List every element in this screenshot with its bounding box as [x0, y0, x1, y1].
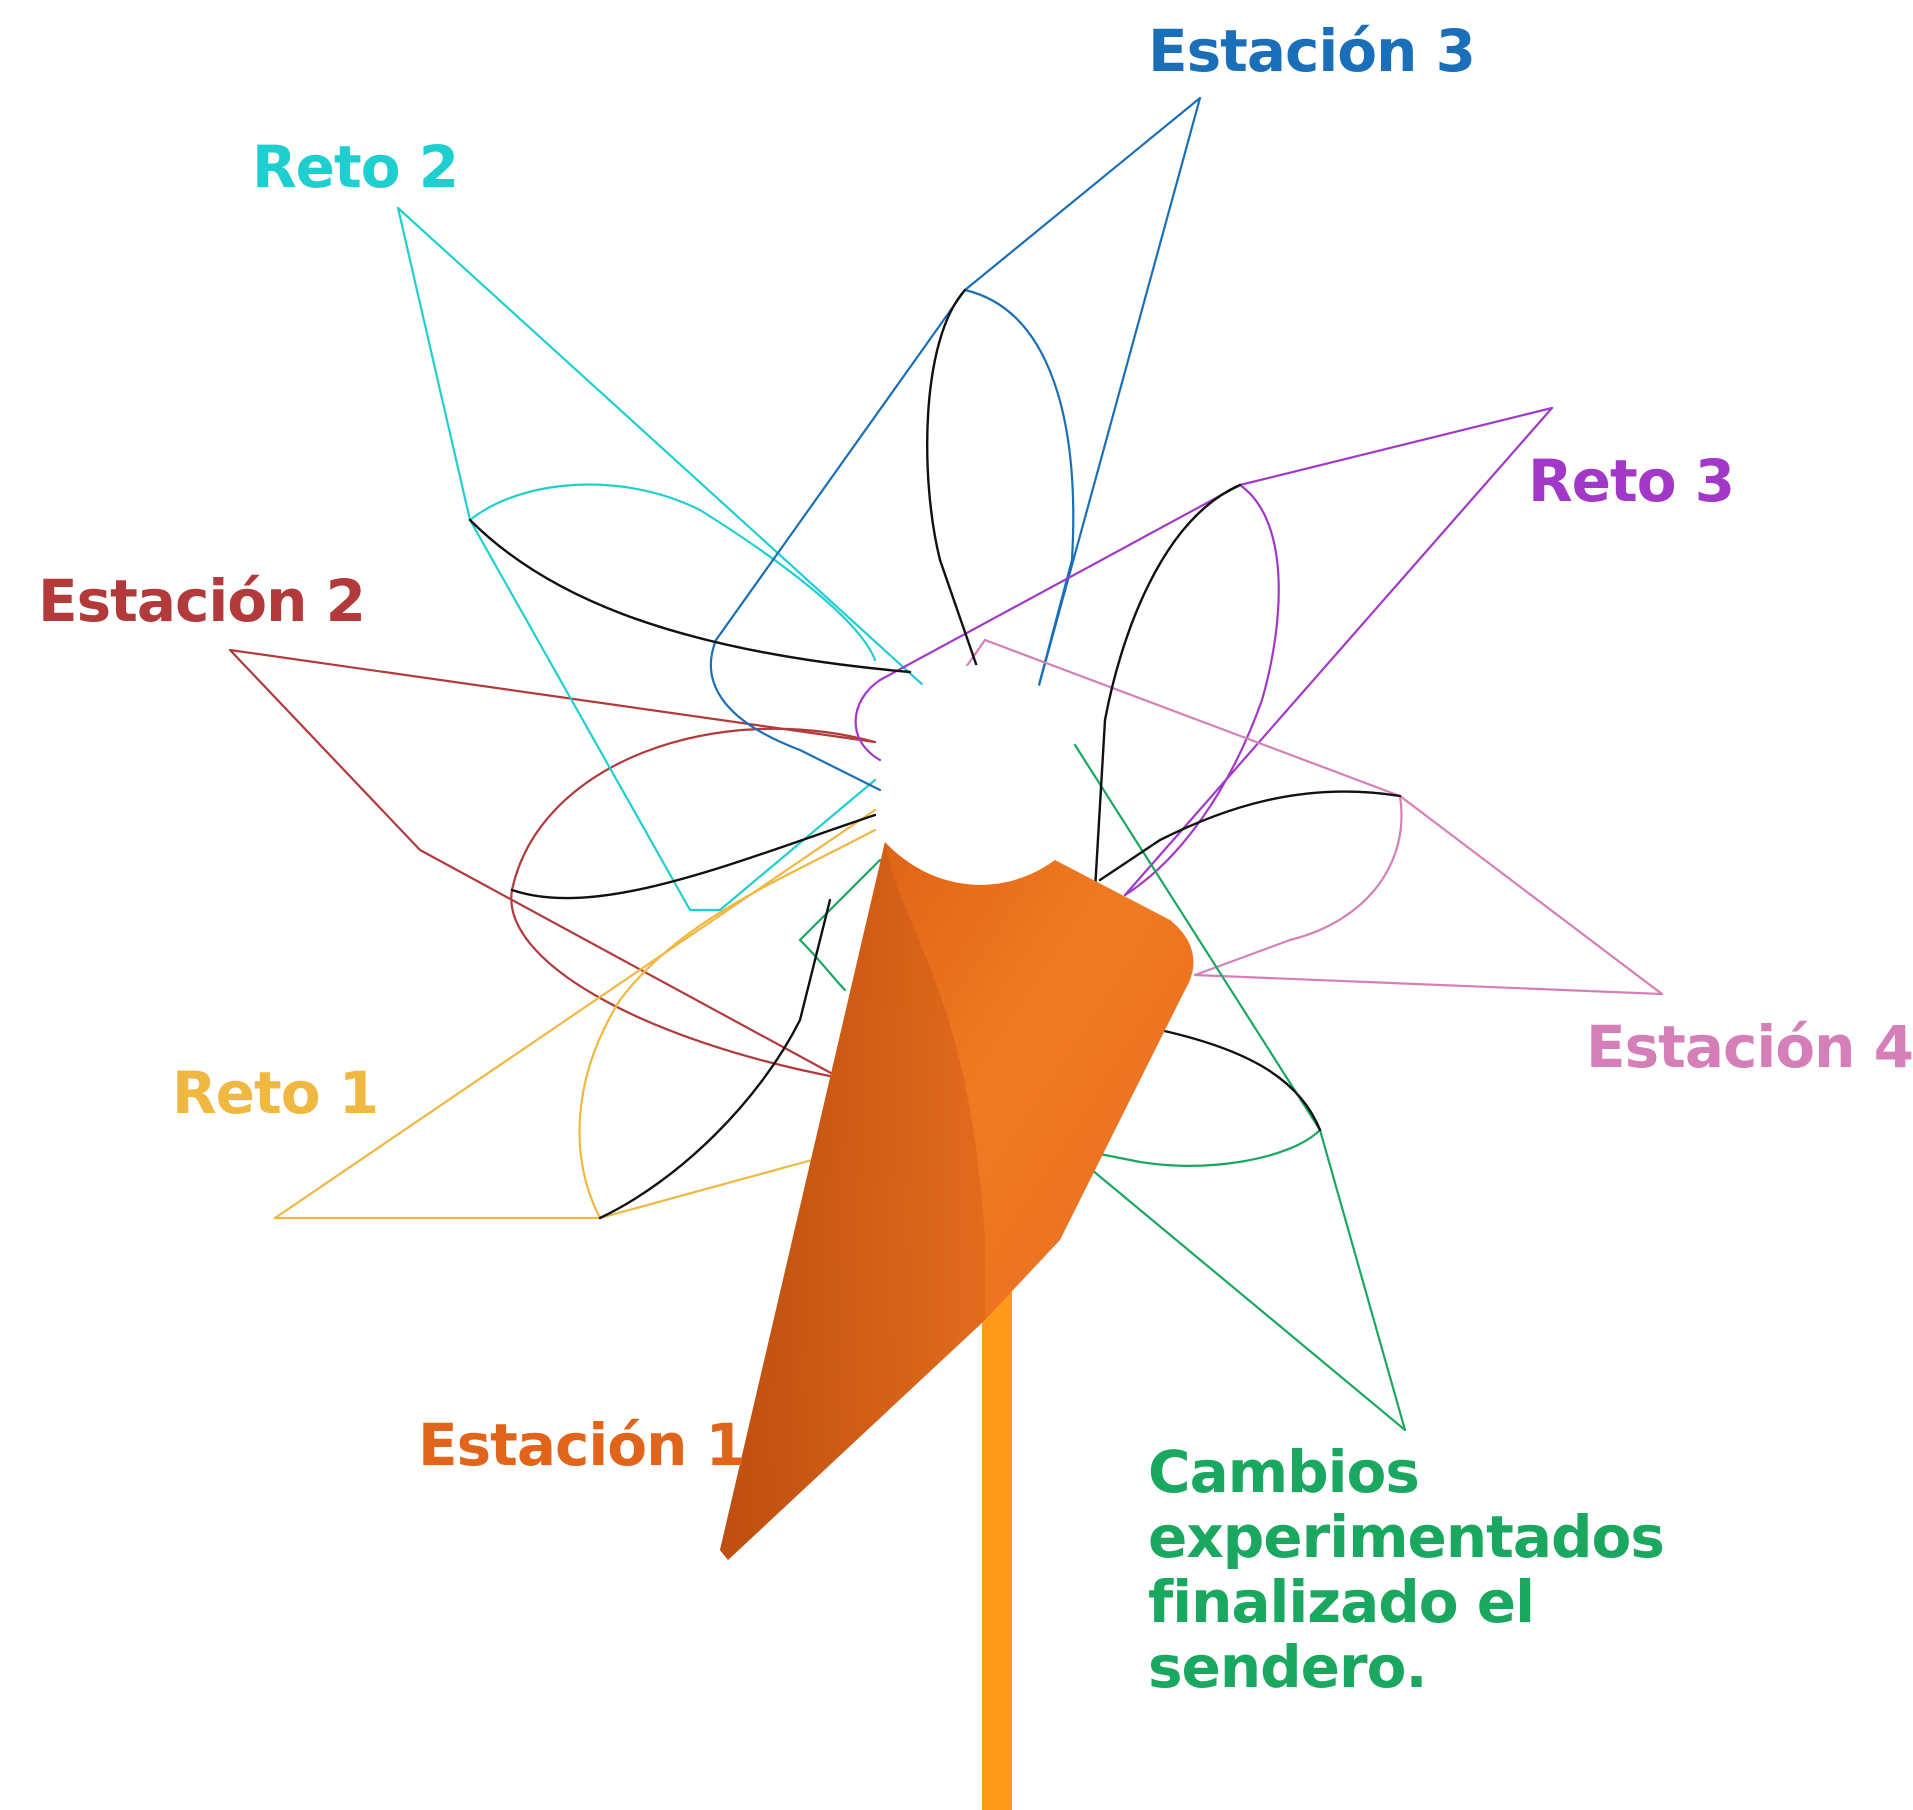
- label-reto-2: Reto 2: [252, 133, 459, 201]
- petal-reto-1: [273, 808, 877, 1220]
- label-cambios-final: Cambios experimentados finalizado el sen…: [1148, 1438, 1665, 1701]
- pinwheel-center: [885, 665, 1075, 855]
- label-estacion-3: Estación 3: [1148, 17, 1476, 85]
- label-reto-3: Reto 3: [1528, 447, 1735, 515]
- label-reto-1: Reto 1: [172, 1059, 379, 1127]
- petal-reto-2: [396, 206, 937, 912]
- label-estacion-2: Estación 2: [38, 567, 366, 635]
- petal-estacion-3: [709, 96, 1202, 792]
- inner-creases: [468, 288, 1402, 1220]
- label-estacion-4: Estación 4: [1586, 1013, 1913, 1081]
- label-estacion-1: Estación 1: [418, 1411, 746, 1479]
- petal-estacion-1: [720, 842, 1194, 1560]
- petal-estacion-2: [228, 648, 877, 1080]
